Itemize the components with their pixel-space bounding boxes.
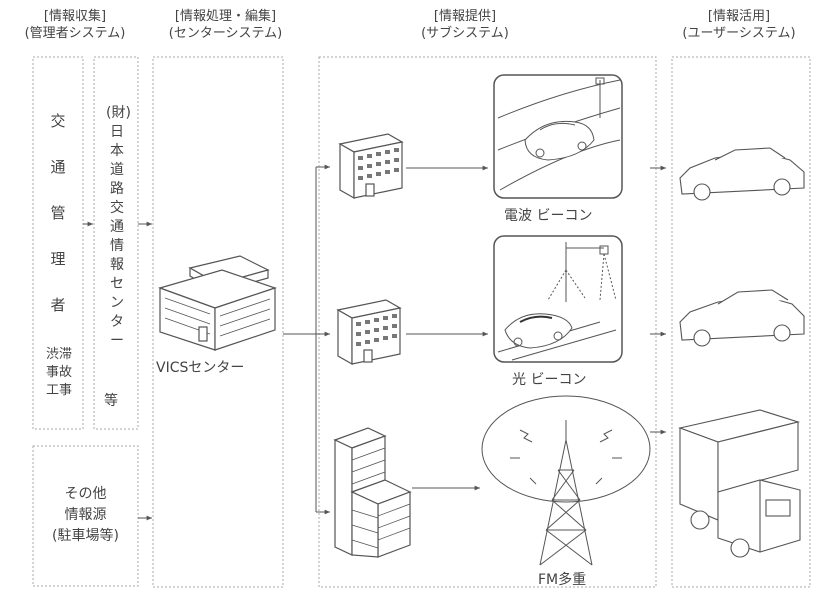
office-building-icon — [333, 427, 412, 558]
fm-multiplex-label: FM多重 — [538, 572, 587, 588]
processing-column-frame — [152, 56, 284, 588]
optical-beacon-icon — [493, 235, 623, 363]
traffic-manager-label: 交 通 管 理 者 — [48, 110, 68, 340]
tm-char-2: 管 — [50, 204, 66, 222]
other-sources-box — [32, 445, 139, 587]
collection-title: [情報収集] — [43, 9, 107, 24]
jartic-char-8: 報 — [110, 257, 124, 273]
car-icon — [679, 147, 805, 201]
jartic-char-11: タ — [110, 314, 124, 330]
office-building-icon — [338, 133, 404, 200]
radio-beacon-icon — [493, 74, 623, 199]
jartic-box — [93, 56, 139, 430]
collection-subtitle: (管理者システム) — [24, 26, 126, 41]
jartic-char-9: セ — [110, 276, 124, 292]
processing-header: [情報処理・編集] (センターシステム) — [148, 8, 303, 42]
jartic-char-10: ン — [110, 295, 124, 311]
tm-item-1: 事故 — [45, 365, 72, 380]
tm-char-4: 者 — [50, 296, 66, 314]
provision-header: [情報提供] (サブシステム) — [395, 8, 535, 42]
building-icon — [158, 255, 277, 351]
tm-item-2: 工事 — [45, 383, 72, 398]
jartic-char-5: 交 — [110, 200, 124, 216]
tm-char-0: 交 — [50, 112, 66, 130]
office-building-icon — [336, 299, 402, 366]
car-icon — [679, 289, 805, 347]
jartic-char-0: (財) — [106, 105, 131, 121]
traffic-manager-items: 渋滞 事故 工事 — [38, 346, 80, 400]
jartic-char-7: 情 — [110, 238, 124, 254]
vics-center-label: VICSセンター — [156, 360, 245, 376]
tm-char-1: 通 — [50, 158, 66, 176]
radio-beacon-label: 電波 ビーコン — [504, 208, 593, 224]
collection-header: [情報収集] (管理者システム) — [0, 8, 150, 42]
optical-beacon-label: 光 ビーコン — [512, 372, 587, 388]
usage-subtitle: (ユーザーシステム) — [682, 26, 796, 41]
jartic-label: (財) 日 本 道 路 交 通 情 報 セ ン タ ー — [106, 104, 131, 351]
other-sources-label: その他 情報源 (駐車場等) — [33, 484, 138, 547]
provision-subtitle: (サブシステム) — [421, 26, 509, 41]
jartic-char-4: 路 — [110, 181, 124, 197]
usage-column-frame — [671, 56, 811, 588]
tm-char-3: 理 — [50, 250, 66, 268]
broadcast-tower-icon — [481, 395, 651, 566]
jartic-char-3: 道 — [110, 162, 124, 178]
processing-title: [情報処理・編集] — [174, 9, 277, 24]
usage-title: [情報活用] — [707, 9, 771, 24]
other-source-line-1: 情報源 — [64, 507, 107, 523]
jartic-suffix: 等 — [104, 393, 118, 409]
jartic-char-1: 日 — [110, 124, 124, 140]
tm-item-0: 渋滞 — [45, 347, 72, 362]
provision-column-frame — [318, 56, 657, 588]
jartic-char-6: 通 — [110, 219, 124, 235]
truck-icon — [678, 409, 801, 558]
other-source-line-0: その他 — [64, 486, 107, 502]
usage-header: [情報活用] (ユーザーシステム) — [664, 8, 814, 42]
jartic-char-12: ー — [110, 333, 124, 349]
traffic-manager-box — [32, 56, 84, 430]
jartic-char-2: 本 — [110, 143, 124, 159]
other-source-line-2: (駐車場等) — [52, 528, 119, 544]
processing-subtitle: (センターシステム) — [168, 26, 283, 41]
provision-title: [情報提供] — [433, 9, 497, 24]
